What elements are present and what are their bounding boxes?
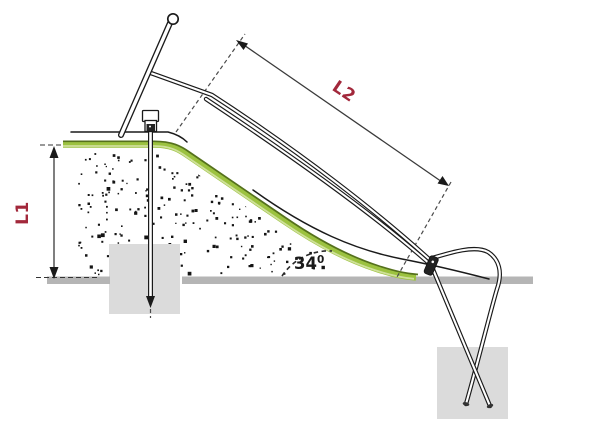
l2-arrow-bottom xyxy=(437,176,449,186)
l1-arrow-top xyxy=(49,146,59,158)
anchor-post xyxy=(141,109,160,318)
rail-near-inner xyxy=(204,97,433,267)
handrail-pole xyxy=(118,12,180,138)
l1-arrow-bottom xyxy=(49,267,59,279)
l2-extension-top xyxy=(175,33,246,133)
l1-label: L1 xyxy=(13,201,33,225)
foundation-left xyxy=(109,244,180,314)
l2-label: L2 xyxy=(328,77,359,107)
slide-rails xyxy=(145,69,502,409)
post-bracket-top xyxy=(141,109,160,123)
post-bracket-bolt xyxy=(149,125,151,128)
angle-annotation: 340 xyxy=(281,250,333,277)
post-bracket-clamp xyxy=(146,124,155,131)
leg-end-cap-right xyxy=(486,403,494,409)
rail-far-inner xyxy=(146,70,431,261)
ground-line xyxy=(47,276,533,284)
platform-edge-line xyxy=(70,131,188,143)
ground-line-right xyxy=(182,276,533,284)
slide-surface-highlight xyxy=(63,145,415,280)
slide-surface-bed xyxy=(63,141,417,281)
angle-arc xyxy=(281,250,333,277)
slide-runout-edge xyxy=(252,189,490,280)
slide-surface-top-edge xyxy=(63,140,419,276)
ground-line-left xyxy=(47,276,110,284)
angle-label: 340 xyxy=(294,254,324,273)
l2-arrow-top xyxy=(236,40,248,50)
dimension-l1: L1 xyxy=(13,146,59,279)
support-leg-front-inner xyxy=(430,265,492,408)
post-arrow xyxy=(146,296,155,308)
l2-extension-bottom xyxy=(396,181,452,278)
leg-end-cap-left xyxy=(462,402,470,406)
rail-clamp xyxy=(423,255,439,276)
slide-surface xyxy=(63,140,419,281)
handrail-ball-end xyxy=(166,12,180,26)
l2-line xyxy=(240,42,446,185)
dimension-l2: L2 xyxy=(236,40,449,186)
rail-end-bend-inner xyxy=(427,248,501,406)
rail-far xyxy=(145,69,432,262)
